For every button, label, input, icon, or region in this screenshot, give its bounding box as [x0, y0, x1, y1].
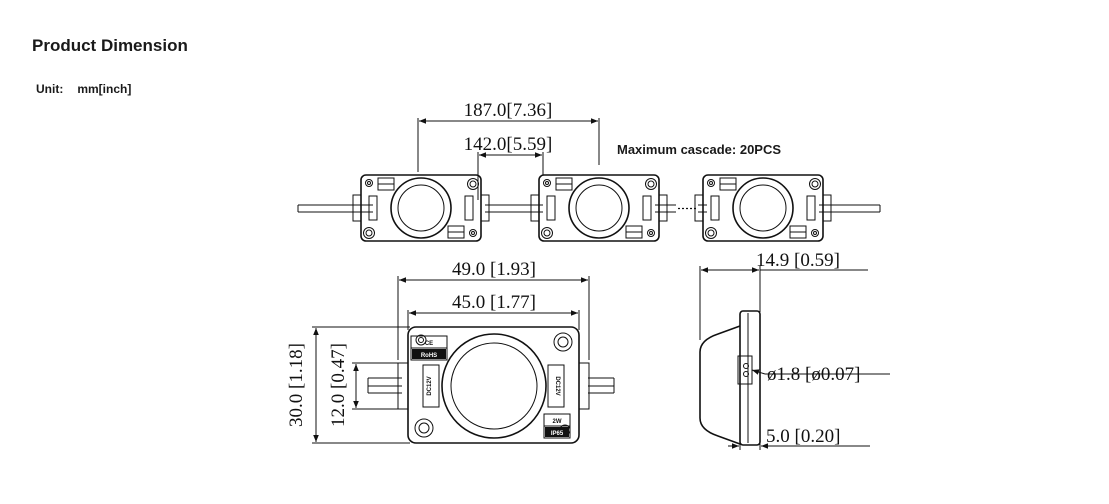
overall-pitch-dimension: 187.0[7.36] — [464, 100, 553, 121]
page-title: Product Dimension — [32, 36, 188, 55]
depth-dimension: 14.9 [0.59] — [756, 250, 840, 271]
unit-value: mm[inch] — [77, 82, 132, 96]
power-label: 2W — [553, 419, 562, 425]
base-thickness-dimension: 5.0 [0.20] — [766, 426, 840, 447]
voltage-label-right: DC12V — [554, 376, 560, 395]
front-view: CE RoHS DC12V DC12V 2W IP65 49.0 [1.93] … — [286, 259, 615, 444]
inner-width-dimension: 45.0 [1.77] — [452, 292, 536, 313]
ip-label: IP65 — [551, 431, 564, 437]
cascade-note: Maximum cascade: 20PCS — [617, 142, 781, 157]
side-view: 14.9 [0.59] ø1.8 [ø0.07] 5.0 [0.20] — [699, 250, 890, 450]
module-pitch-dimension: 142.0[5.59] — [464, 134, 553, 155]
body-height-dimension: 12.0 [0.47] — [328, 343, 349, 427]
wire-diameter-dimension: ø1.8 [ø0.07] — [767, 364, 860, 385]
cascade-module-1 — [352, 174, 490, 242]
outer-width-dimension: 49.0 [1.93] — [452, 259, 536, 280]
unit-label: Unit: — [36, 82, 64, 96]
voltage-label-left: DC12V — [427, 376, 433, 395]
total-height-dimension: 30.0 [1.18] — [286, 343, 307, 427]
cert-label-top: CE — [425, 341, 433, 347]
cascade-module-2 — [530, 174, 668, 242]
cascade-module-3 — [694, 174, 832, 242]
cascade-view: 187.0[7.36] 142.0[5.59] Maximum cascade:… — [297, 100, 881, 242]
unit-note: Unit: mm[inch] — [36, 82, 131, 96]
cert-label-bottom: RoHS — [421, 353, 437, 359]
